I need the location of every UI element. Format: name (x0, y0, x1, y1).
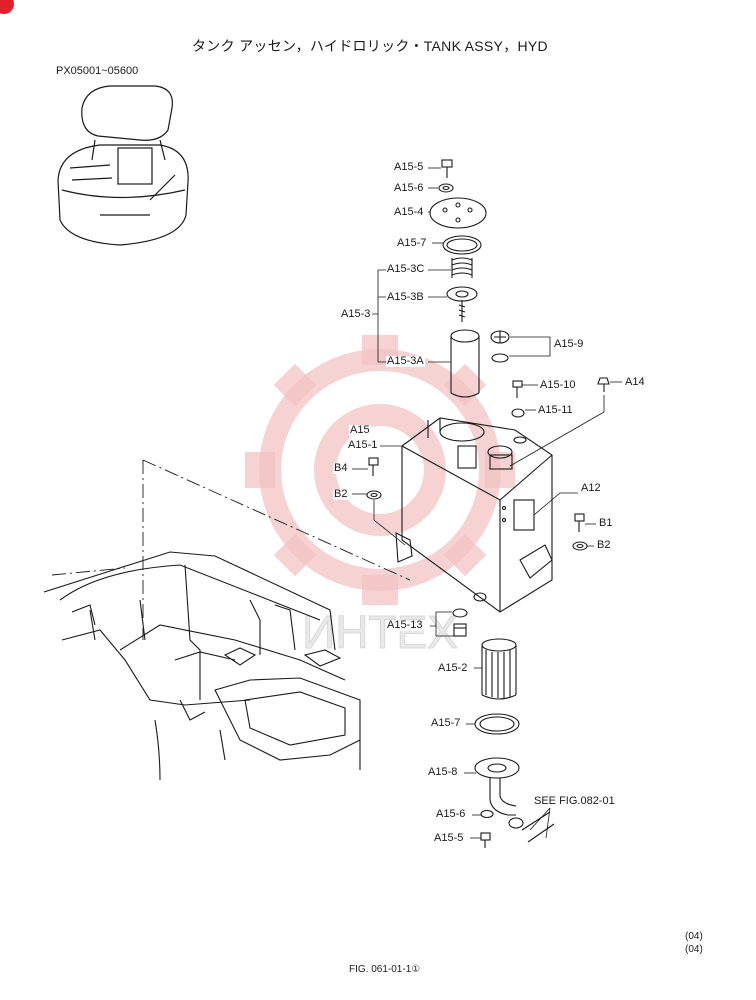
watermark-text: ИНТЕХ (302, 606, 458, 658)
label-a15-3a: A15-3A (386, 355, 425, 367)
figure-reference: FIG. 061-01-1① (349, 964, 421, 975)
label-a15-3: A15-3 (340, 308, 372, 320)
label-a15-3b: A15-3B (386, 291, 425, 303)
label-see-fig: SEE FIG.082-01 (533, 795, 616, 807)
label-a15-7-bottom: A15-7 (430, 717, 462, 729)
label-a15-8: A15-8 (427, 766, 459, 778)
label-a15-5-bottom: A15-5 (433, 832, 465, 844)
label-a15: A15 (349, 424, 371, 436)
serial-range: PX05001~05600 (56, 65, 139, 77)
machine-frame (43, 551, 361, 781)
label-a15-6-top: A15-6 (393, 182, 425, 194)
label-a15-11: A15-11 (537, 404, 574, 416)
label-a15-13: A15-13 (386, 619, 424, 631)
label-b2-left: B2 (333, 488, 349, 500)
label-a12: A12 (580, 482, 602, 494)
label-a15-7-top: A15-7 (396, 237, 428, 249)
corner-mark (0, 0, 14, 14)
label-a15-9: A15-9 (553, 338, 585, 350)
label-b4: B4 (333, 462, 349, 474)
label-a15-4: A15-4 (393, 206, 425, 218)
label-a15-1: A15-1 (347, 439, 379, 451)
label-a15-3c: A15-3C (386, 263, 426, 275)
label-a14: A14 (624, 376, 646, 388)
label-b2-right: B2 (596, 539, 612, 551)
label-a15-5-top: A15-5 (393, 161, 425, 173)
label-a15-6-bottom: A15-6 (435, 808, 467, 820)
label-a15-10: A15-10 (539, 379, 577, 391)
label-b1: B1 (598, 517, 614, 529)
footer-code-2: (04) (685, 944, 703, 955)
machine-thumbnail (57, 85, 189, 246)
leader-lines (352, 167, 622, 839)
watermark-gear-teeth (245, 335, 515, 605)
leader-dashed (51, 459, 411, 640)
label-a15-2: A15-2 (437, 662, 469, 674)
footer-code-1: (04) (685, 931, 703, 942)
parts (366, 159, 610, 848)
page-title: タンク アッセン，ハイドロリック・TANK ASSY，HYD (192, 38, 548, 54)
